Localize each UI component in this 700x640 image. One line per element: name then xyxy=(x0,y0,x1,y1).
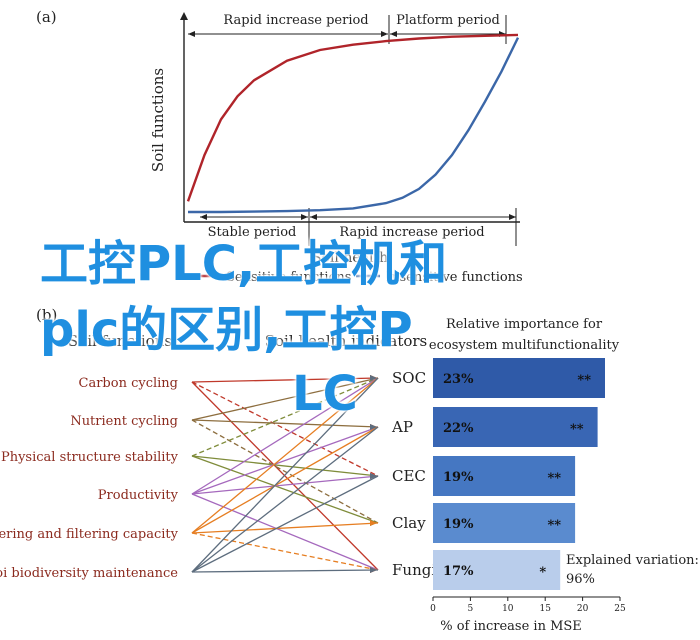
panel-a-y-arrow xyxy=(180,12,188,20)
link-line xyxy=(191,475,379,573)
bar-value-label: 19% xyxy=(443,470,474,485)
link-line xyxy=(191,377,379,421)
bar-significance: ** xyxy=(548,471,562,486)
bar-x-ticks: 0 5 10 15 20 25 xyxy=(430,597,626,614)
chart-title-line1: Relative importance for xyxy=(446,317,603,332)
function-label: Soi biodiversity maintenance xyxy=(0,566,178,581)
panel-a-xlabel: Soil health xyxy=(312,250,388,266)
indicator-label: Clay xyxy=(392,514,426,532)
period-label-stable: Stable period xyxy=(208,225,297,240)
panel-a-curves xyxy=(186,33,520,214)
bar-value-label: 19% xyxy=(443,517,474,532)
link-line xyxy=(191,426,379,495)
link-line xyxy=(191,377,379,573)
period-arrow-bottom-rapid-left xyxy=(310,214,317,220)
panel-b-label: (b) xyxy=(36,306,57,324)
indicator-label: CEC xyxy=(392,467,426,485)
period-arrow-bottom-stable-right xyxy=(301,214,308,220)
link-line xyxy=(191,569,379,573)
function-label: Productivity xyxy=(98,488,179,503)
period-arrow-top-platform-left xyxy=(390,31,397,37)
period-label-platform: Platform period xyxy=(396,13,500,28)
indicator-label: SOC xyxy=(392,369,426,387)
function-label: Physical structure stability xyxy=(1,450,179,465)
bar-value-label: 23% xyxy=(443,372,474,387)
link-line xyxy=(191,377,379,383)
link-line xyxy=(191,455,379,524)
period-label-rapid-top: Rapid increase period xyxy=(223,13,368,28)
period-arrow-bottom-stable-left xyxy=(200,214,207,220)
curve-insensitive xyxy=(188,37,520,214)
link-line xyxy=(191,522,379,534)
x-tick-label: 0 xyxy=(430,604,436,614)
x-tick-label: 20 xyxy=(577,604,589,614)
panel-a-label: (a) xyxy=(36,8,57,26)
period-label-rapid-bottom: Rapid increase period xyxy=(339,225,484,240)
bar-value-label: 17% xyxy=(443,564,474,579)
legend-label-sensitive: Sensitive functions xyxy=(226,270,351,285)
chart-title-line2: ecosystem multifunctionality xyxy=(429,338,620,353)
x-tick-label: 10 xyxy=(502,604,514,614)
bar-significance: * xyxy=(539,565,546,580)
x-tick-label: 5 xyxy=(468,604,474,614)
link-arrowhead xyxy=(370,567,377,573)
bar xyxy=(433,358,605,398)
link-line xyxy=(191,426,379,534)
link-line xyxy=(191,381,379,477)
link-arrowhead xyxy=(370,520,377,526)
link-line xyxy=(191,377,379,457)
link-line xyxy=(191,532,379,571)
panel-a-plot: Soil functions Rapid increase period Pla… xyxy=(149,12,523,285)
link-arrowhead xyxy=(370,375,377,381)
link-line xyxy=(191,419,379,428)
bar-significance: ** xyxy=(548,518,562,533)
bar-value-label: 22% xyxy=(443,421,474,436)
bar-significance: ** xyxy=(570,422,584,437)
bar xyxy=(433,503,576,543)
function-indicator-links xyxy=(191,375,379,573)
legend-label-insensitive: Insensitive functions xyxy=(386,270,523,285)
x-tick-label: 15 xyxy=(539,604,551,614)
curve-sensitive xyxy=(186,33,519,202)
explained-variation-line1: Explained variation: xyxy=(566,553,699,568)
function-label: Carbon cycling xyxy=(79,376,178,391)
x-tick-label: 25 xyxy=(614,604,626,614)
link-line xyxy=(191,377,379,495)
period-arrow-top-rapid-right xyxy=(381,31,388,37)
panel-a-ylabel: Soil functions xyxy=(149,68,167,172)
link-line xyxy=(191,475,379,495)
function-label: Buffering and filtering capacity xyxy=(0,527,179,542)
bar xyxy=(433,407,598,447)
link-line xyxy=(191,419,379,524)
soil-functions-header: Soil functions xyxy=(68,332,172,350)
link-arrowhead xyxy=(370,424,377,430)
indicator-label: AP xyxy=(391,418,413,436)
indicator-label: Fungi xyxy=(392,561,436,579)
bar xyxy=(433,456,576,496)
explained-variation-line2: 96% xyxy=(566,572,595,587)
link-line xyxy=(191,426,379,573)
soil-health-indicators-header: Soil health indicators xyxy=(265,332,428,350)
period-arrow-bottom-rapid-right xyxy=(509,214,516,220)
link-line xyxy=(191,377,379,534)
period-arrow-top-rapid-left xyxy=(188,31,195,37)
link-line xyxy=(191,455,379,477)
bar-xlabel: % of increase in MSE xyxy=(440,619,582,634)
bar-significance: ** xyxy=(577,373,591,388)
importance-bars: 23% ** 22% ** 19% ** 19% ** 17% * xyxy=(433,358,605,590)
bar xyxy=(433,550,561,590)
function-label: Nutrient cycling xyxy=(70,414,178,429)
link-arrowhead xyxy=(370,473,377,479)
